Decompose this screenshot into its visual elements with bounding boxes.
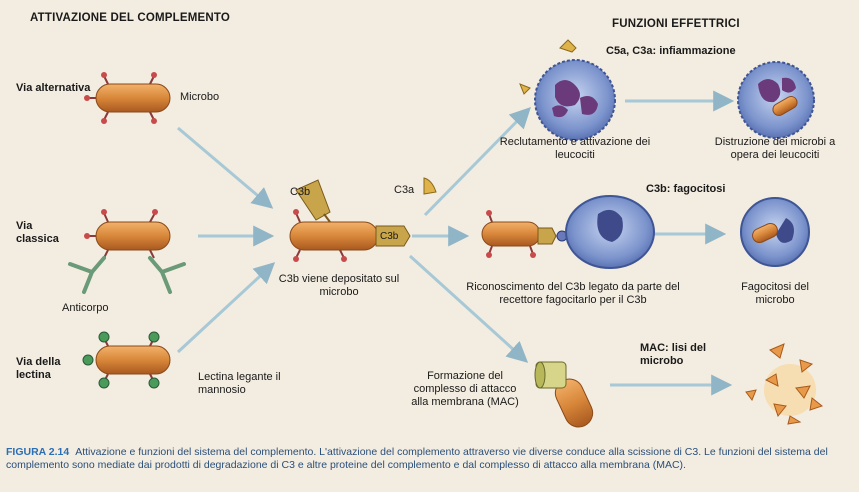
- leukocyte-phagocytosed: [740, 197, 810, 267]
- leukocyte-inflammation: [519, 39, 616, 141]
- arrows: [176, 90, 735, 396]
- recognition-label: Riconoscimento del C3b legato da parte d…: [466, 281, 680, 306]
- mac-formation-label: Formazione del complesso di attacco alla…: [411, 370, 519, 408]
- phagocytosis-label: Fagocitosi del microbo: [741, 281, 809, 306]
- caption-text: Attivazione e funzioni del sistema del c…: [6, 446, 828, 471]
- pathway-classical-label: Via classica: [16, 220, 59, 245]
- microbe-receptor-binding: [481, 210, 568, 258]
- microbe-classical: [84, 209, 171, 259]
- antibody-label: Anticorpo: [62, 302, 109, 314]
- leukocyte-phagocyte: [565, 195, 655, 269]
- left-header: ATTIVAZIONE DEL COMPLEMENTO: [30, 12, 231, 24]
- recruitment-label: Reclutamento e attivazione dei leucociti: [499, 136, 651, 161]
- figure-number: FIGURA 2.14: [6, 446, 70, 458]
- arrow-lectin: [176, 262, 276, 354]
- arrow-alternative: [177, 126, 274, 209]
- c3a-label: C3a: [394, 184, 415, 196]
- mac-complex: [534, 361, 594, 428]
- c3b-deposited-label: C3b viene depositato sul microbo: [278, 273, 400, 298]
- arrow-to-mac: [408, 254, 529, 363]
- microbe-lectin: [82, 331, 171, 389]
- c3b-label-top: C3b: [290, 186, 311, 198]
- destruction-label: Distruzione dei microbi a opera dei leuc…: [714, 136, 836, 161]
- leukocyte-destruction: [737, 61, 815, 139]
- arrow-to-inflammation: [423, 107, 531, 217]
- microbe-alternative: [84, 72, 171, 124]
- mac-title: MAC: lisi del microbo: [640, 342, 707, 367]
- pathway-lectin-label: Via della lectina: [16, 356, 61, 381]
- lysis-debris: [745, 343, 824, 425]
- right-header: FUNZIONI EFFETTRICI: [612, 18, 740, 30]
- pathway-alternative-label: Via alternativa: [16, 82, 91, 94]
- phagocytosis-title: C3b: fagocitosi: [646, 183, 726, 195]
- microbe-c3b-central: [289, 179, 411, 262]
- c3a-fragment: [423, 177, 437, 195]
- inflammation-title: C5a, C3a: infiammazione: [606, 45, 736, 57]
- lectin-label: Lectina legante il mannosio: [198, 371, 281, 396]
- antibody-icons: [68, 256, 186, 294]
- c3b-label-right: C3b: [380, 231, 399, 242]
- microbe-label: Microbo: [180, 91, 220, 103]
